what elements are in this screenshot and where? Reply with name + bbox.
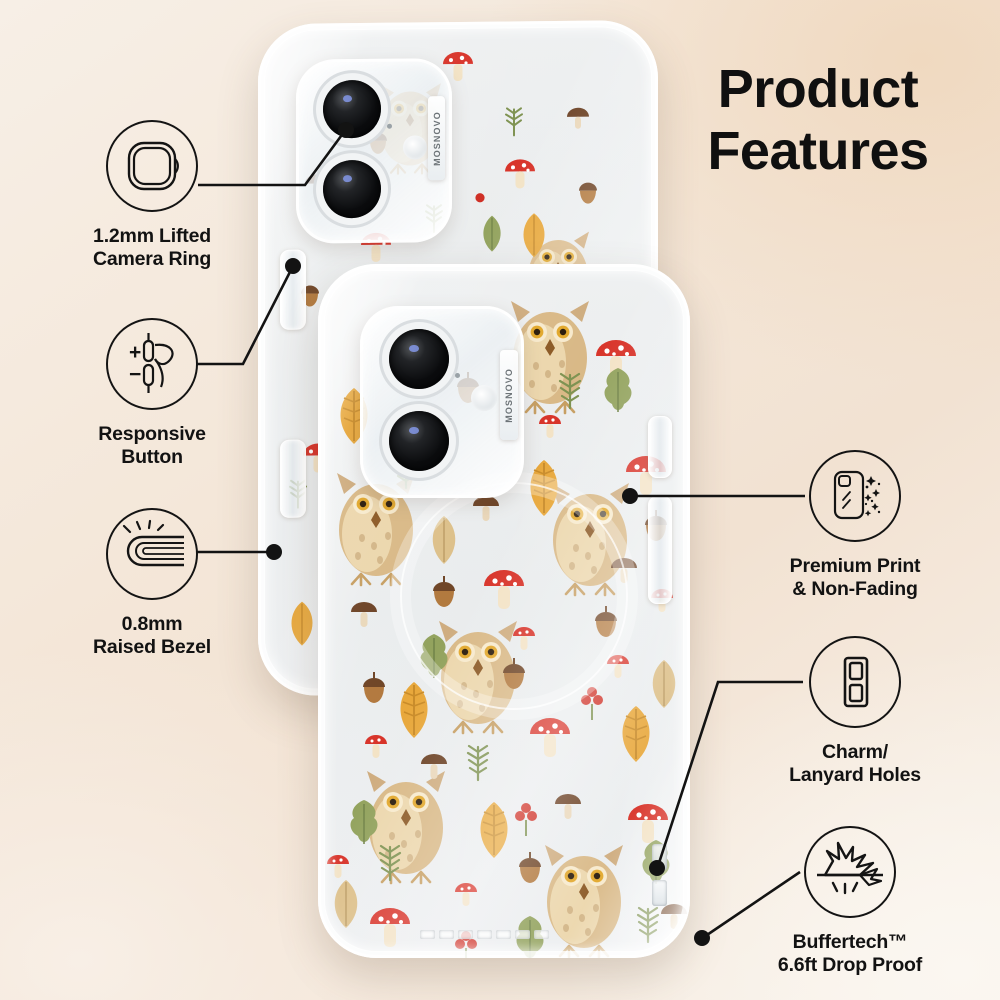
camera-flash-front (471, 385, 497, 411)
camera-mic-back (387, 123, 392, 129)
print-sparkle-icon (809, 450, 901, 542)
feature-premium-print[interactable]: Premium Print & Non-Fading (745, 450, 965, 601)
camera-lens-top-front (389, 329, 449, 389)
page-title: Product Features (646, 58, 990, 182)
feature-label-line2: 6.6ft Drop Proof (777, 954, 923, 976)
speaker-cutouts-front (420, 930, 549, 939)
feature-label-line2: & Non-Fading (792, 578, 918, 600)
volume-buttons-back (280, 249, 306, 330)
camera-mic-front (455, 373, 460, 378)
feature-lifted-camera-ring[interactable]: 1.2mm Lifted Camera Ring (42, 120, 262, 271)
feature-label-line2: Button (121, 446, 183, 468)
raised-bezel-icon (106, 508, 198, 600)
speaker-slot (534, 930, 549, 939)
feature-label-lanyard-holes: Charm/ Lanyard Holes (745, 741, 965, 787)
speaker-slot (439, 930, 454, 939)
feature-label-raised-bezel: 0.8mm Raised Bezel (42, 613, 262, 659)
lanyard-hole-upper (652, 844, 667, 870)
feature-label-line1: 1.2mm Lifted (93, 225, 211, 247)
brand-tag-front: MOSNOVO (500, 350, 518, 440)
feature-drop-proof[interactable]: Buffertech™ 6.6ft Drop Proof (740, 826, 960, 977)
feature-label-line2: Camera Ring (92, 248, 212, 270)
brand-tag-back: MOSNOVO (428, 96, 445, 181)
drop-impact-icon (804, 826, 896, 918)
feature-label-line1: Responsive (98, 423, 206, 445)
speaker-slot (515, 930, 530, 939)
speaker-slot (496, 930, 511, 939)
camera-lens-top-back (323, 79, 381, 139)
feature-label-line1: Charm/ (822, 741, 888, 763)
feature-raised-bezel[interactable]: 0.8mm Raised Bezel (42, 508, 262, 659)
lanyard-holes-icon (809, 636, 901, 728)
lanyard-hole-lower (652, 880, 667, 906)
camera-lens-bottom-front (389, 411, 449, 471)
brand-name-front: MOSNOVO (504, 367, 514, 423)
camera-flash-back (403, 135, 427, 160)
side-button-upper-front (648, 416, 672, 478)
feature-label-premium-print: Premium Print & Non-Fading (745, 555, 965, 601)
feature-label-lifted-camera-ring: 1.2mm Lifted Camera Ring (42, 225, 262, 271)
phone-case-front: MOSNOVO (318, 264, 690, 958)
camera-ring-icon (106, 120, 198, 212)
feature-label-responsive-button: Responsive Button (42, 423, 262, 469)
feature-label-line2: Raised Bezel (93, 636, 211, 658)
page-title-line1: Product (717, 59, 919, 119)
feature-label-line1: 0.8mm (121, 613, 183, 635)
feature-label-line2: Lanyard Holes (789, 764, 921, 786)
magsafe-ring-front (400, 482, 628, 710)
speaker-slot (477, 930, 492, 939)
button-press-icon: + − (106, 318, 198, 410)
svg-text:+: + (129, 341, 141, 364)
feature-label-line1: Premium Print (789, 555, 921, 577)
feature-label-line1: Buffertech™ (792, 931, 908, 953)
brand-name-back: MOSNOVO (431, 110, 442, 166)
svg-text:−: − (129, 363, 141, 386)
speaker-slot (420, 930, 435, 939)
feature-label-drop-proof: Buffertech™ 6.6ft Drop Proof (740, 931, 960, 977)
speaker-slot (458, 930, 473, 939)
side-button-lower-front (648, 496, 672, 604)
action-button-back (280, 439, 306, 518)
feature-lanyard-holes[interactable]: Charm/ Lanyard Holes (745, 636, 965, 787)
camera-lens-bottom-back (323, 159, 381, 219)
feature-responsive-button[interactable]: + − Responsive Button (42, 318, 262, 469)
camera-island-front (360, 306, 524, 498)
page-title-line2: Features (707, 121, 929, 181)
